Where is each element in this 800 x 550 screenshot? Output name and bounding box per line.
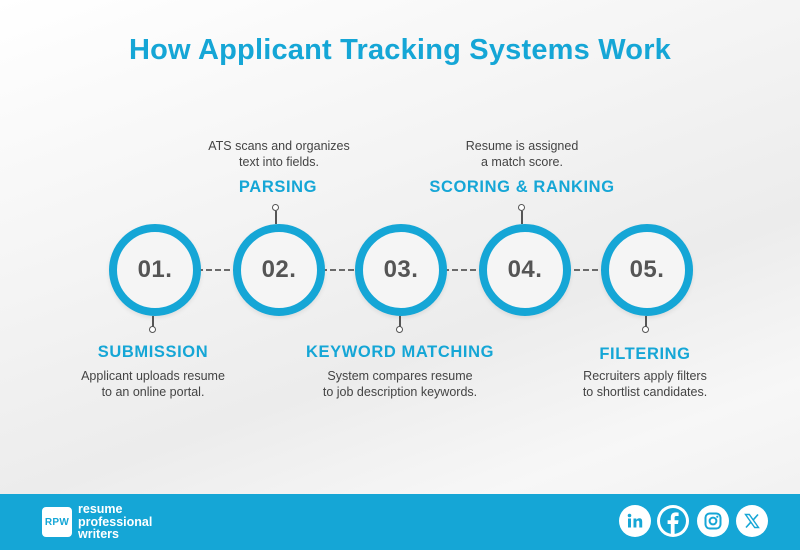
step-2-desc-line1: ATS scans and organizes <box>208 139 350 153</box>
step-2-stem <box>275 211 277 224</box>
step-2-title: PARSING <box>238 178 318 196</box>
connector-4-5 <box>565 269 607 271</box>
step-5-description: Recruiters apply filters to shortlist ca… <box>535 368 755 400</box>
step-5-desc-line2: to shortlist candidates. <box>582 385 708 399</box>
step-1-circle: 01. <box>109 224 201 316</box>
step-5-stem <box>645 316 647 328</box>
step-4-desc-line1: Resume is assigned <box>465 139 579 153</box>
brand-name[interactable]: resume professional writers <box>78 503 152 541</box>
connector-3-4 <box>443 269 485 271</box>
brand-logo-text: RPW <box>44 516 70 528</box>
step-4-desc-line2: a match score. <box>481 155 563 169</box>
page-title: How Applicant Tracking Systems Work <box>128 34 672 66</box>
step-3-stem <box>399 316 401 328</box>
step-1-stem <box>152 316 154 328</box>
step-1-dot <box>149 326 156 333</box>
step-1-number: 01. <box>137 256 173 283</box>
step-4-dot <box>518 204 525 211</box>
step-3-dot <box>396 326 403 333</box>
brand-line-1: resume <box>78 502 123 516</box>
step-4-title: SCORING & RANKING <box>429 178 615 196</box>
step-4-number: 04. <box>507 256 543 283</box>
facebook-icon[interactable] <box>657 505 689 537</box>
step-5-circle: 05. <box>601 224 693 316</box>
step-2-desc-line2: text into fields. <box>239 155 319 169</box>
brand-line-2: professional <box>78 514 153 529</box>
step-1-title: SUBMISSION <box>97 343 209 361</box>
instagram-icon[interactable] <box>697 505 729 537</box>
step-1-description: Applicant uploads resume to an online po… <box>43 368 263 400</box>
step-2-dot <box>272 204 279 211</box>
connector-2-3 <box>321 269 363 271</box>
x-icon[interactable] <box>736 505 768 537</box>
step-4-description: Resume is assigned a match score. <box>412 138 632 170</box>
footer-bar: RPW resume professional writers <box>0 494 800 550</box>
step-1-desc-line2: to an online portal. <box>101 385 205 399</box>
linkedin-icon[interactable] <box>619 505 651 537</box>
step-2-circle: 02. <box>233 224 325 316</box>
step-3-number: 03. <box>383 256 419 283</box>
brand-logo-badge[interactable]: RPW <box>42 507 72 537</box>
step-3-description: System compares resume to job descriptio… <box>290 368 510 400</box>
step-4-circle: 04. <box>479 224 571 316</box>
connector-1-2 <box>197 269 239 271</box>
step-4-stem <box>521 211 523 224</box>
step-3-desc-line2: to job description keywords. <box>322 385 478 399</box>
step-5-desc-line1: Recruiters apply filters <box>583 369 707 383</box>
step-2-number: 02. <box>261 256 297 283</box>
step-3-circle: 03. <box>355 224 447 316</box>
brand-line-3: writers <box>78 527 119 541</box>
step-2-description: ATS scans and organizes text into fields… <box>169 138 389 170</box>
step-5-number: 05. <box>629 256 665 283</box>
step-3-desc-line1: System compares resume <box>327 369 473 383</box>
step-1-desc-line1: Applicant uploads resume <box>81 369 225 383</box>
step-5-dot <box>642 326 649 333</box>
step-3-title: KEYWORD MATCHING <box>305 343 495 361</box>
step-5-title: FILTERING <box>599 345 691 363</box>
